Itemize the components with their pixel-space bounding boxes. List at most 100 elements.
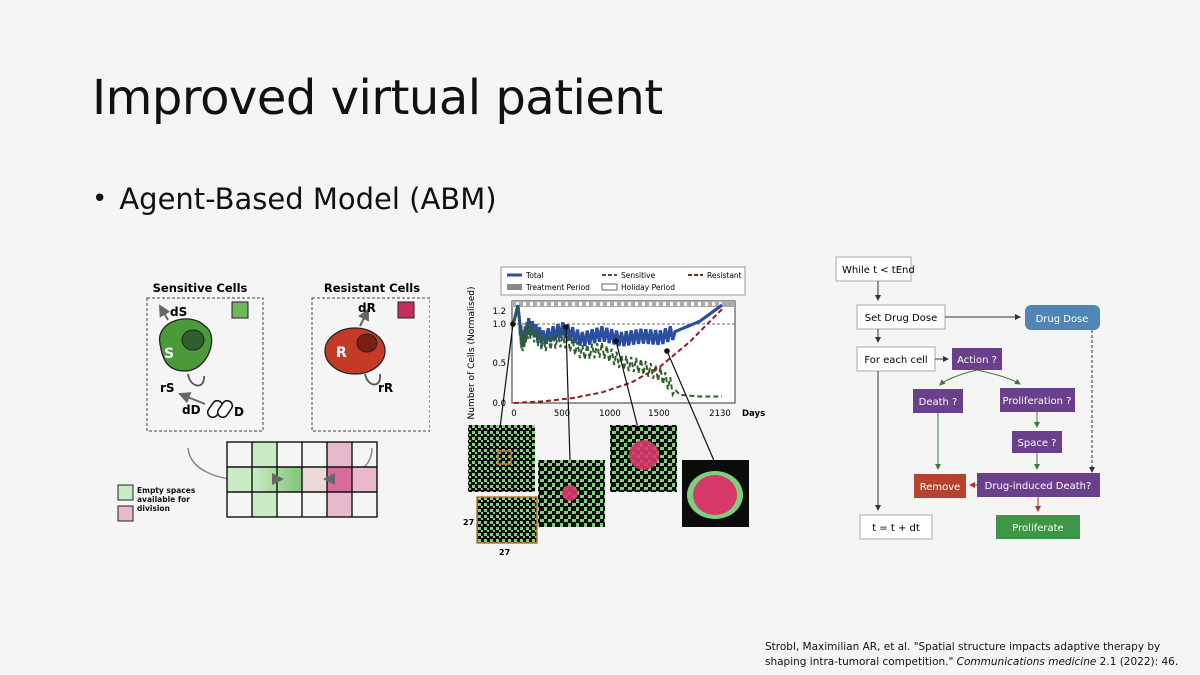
snapshot-1	[468, 425, 535, 492]
treatment-tick	[663, 302, 666, 306]
treatment-tick	[523, 302, 526, 306]
flow-remove-label: Remove	[920, 482, 961, 493]
y-tick-3: 1.2	[492, 307, 506, 317]
resistant-cell-label: R	[336, 345, 347, 361]
flow-action	[952, 348, 1002, 370]
legend-holiday-box	[601, 283, 618, 291]
sensitive-swatch	[231, 301, 249, 319]
legend-green-swatch	[117, 484, 134, 501]
treatment-ticks	[516, 302, 722, 306]
treatment-tick	[670, 302, 673, 306]
legend-resistant: Resistant	[707, 271, 742, 280]
flow-proliferation	[1000, 388, 1075, 412]
flow-space-label: Space ?	[1018, 438, 1057, 449]
treatment-tick	[719, 302, 722, 306]
abm-flowchart: While t < tEnd Set Drug Dose Drug Dose F…	[835, 256, 1100, 540]
treatment-tick	[691, 302, 694, 306]
series-group	[512, 303, 723, 404]
slide-title: Improved virtual patient	[92, 70, 663, 126]
flow-proliferate	[996, 515, 1080, 539]
rs-label: rS	[160, 381, 175, 395]
resistant-cell	[324, 327, 386, 375]
flow-each-cell-label: For each cell	[864, 355, 927, 366]
x-tick-3: 1500	[648, 409, 670, 419]
treatment-tick	[621, 302, 624, 306]
treatment-tick	[698, 302, 701, 306]
citation: Strobl, Maximilian AR, et al. "Spatial s…	[765, 640, 1195, 670]
citation-journal: Communications medicine	[956, 656, 1097, 668]
treatment-tick	[586, 302, 589, 306]
legend-treatment-box	[507, 284, 522, 290]
plot-area	[511, 300, 736, 404]
x-axis-label: Days	[742, 409, 765, 419]
flow-proliferation-label: Proliferation ?	[1003, 396, 1072, 407]
treatment-tick	[544, 302, 547, 306]
treatment-tick	[516, 302, 519, 306]
drug-pill-icon-2	[216, 399, 234, 419]
treatment-tick	[551, 302, 554, 306]
dd-arrow	[178, 392, 206, 405]
snapshot-label-y: 27	[463, 518, 474, 527]
flow-death-label: Death ?	[919, 397, 958, 408]
treatment-tick	[649, 302, 652, 306]
bullet-dot: •	[92, 184, 108, 214]
dr-label: dR	[358, 301, 376, 315]
treatment-tick	[572, 302, 575, 306]
treatment-tick	[712, 302, 715, 306]
citation-authors: Strobl, Maximilian AR, et al.	[765, 641, 911, 653]
treatment-tick	[614, 302, 617, 306]
rr-label: rR	[378, 381, 393, 395]
treatment-tick	[537, 302, 540, 306]
flow-time-step	[859, 514, 933, 540]
treatment-tick	[565, 302, 568, 306]
sensitive-cell-label: S	[164, 346, 174, 362]
chart-legend	[500, 266, 746, 296]
series-sensitive	[513, 306, 722, 398]
y-tick-2: 1.0	[492, 320, 506, 330]
cell-count-chart: Total Sensitive Resistant Treatment Peri…	[463, 266, 765, 557]
citation-details: 2.1 (2022): 46.	[1099, 656, 1179, 668]
flow-each-cell	[856, 346, 936, 372]
flow-set-dose-label: Set Drug Dose	[865, 313, 937, 324]
y-tick-0: 0.0	[492, 399, 506, 409]
flow-drug-death-label: Drug-induced Death?	[985, 481, 1092, 492]
x-tick-1: 500	[554, 409, 570, 419]
flow-proliferate-label: Proliferate	[1012, 523, 1063, 534]
resistant-cells-title: Resistant Cells	[324, 281, 420, 295]
legend-label: Empty spaces available for division	[137, 486, 196, 513]
sensitive-cells-title: Sensitive Cells	[153, 281, 248, 295]
snapshot-zoom	[476, 496, 538, 544]
citation-title: "Spatial structure impacts adaptive ther…	[765, 641, 1161, 668]
bullet-item: • Agent-Based Model (ABM)	[92, 182, 497, 216]
treatment-tick	[705, 302, 708, 306]
dr-arrow	[358, 308, 369, 327]
abm-schematic: Sensitive Cells S dS rS dD D Resistant C…	[117, 281, 430, 522]
treatment-tick	[579, 302, 582, 306]
flow-time-step-label: t = t + dt	[872, 523, 920, 534]
rr-loop	[364, 373, 381, 386]
resistant-nucleus	[356, 333, 378, 353]
sensitive-nucleus	[181, 329, 205, 351]
treatment-tick	[635, 302, 638, 306]
y-tick-1: 0.5	[492, 359, 506, 369]
resistant-swatch	[397, 301, 415, 319]
rs-loop	[187, 373, 205, 387]
lattice-grid	[226, 441, 378, 518]
flow-action-label: Action ?	[957, 355, 997, 366]
ds-label: dS	[170, 305, 187, 319]
ds-arrow	[159, 304, 171, 321]
treatment-tick	[530, 302, 533, 306]
flow-set-dose	[856, 304, 946, 330]
treatment-tick	[656, 302, 659, 306]
treatment-tick	[677, 302, 680, 306]
flow-death	[913, 389, 963, 413]
treatment-tick	[607, 302, 610, 306]
treatment-tick	[600, 302, 603, 306]
resistant-box	[311, 297, 430, 432]
treatment-tick	[628, 302, 631, 306]
legend-total: Total	[525, 271, 544, 280]
x-tick-2: 1000	[599, 409, 621, 419]
dd-label: dD	[182, 403, 201, 417]
flow-start-label: While t < tEnd	[842, 265, 915, 276]
treatment-tick	[593, 302, 596, 306]
